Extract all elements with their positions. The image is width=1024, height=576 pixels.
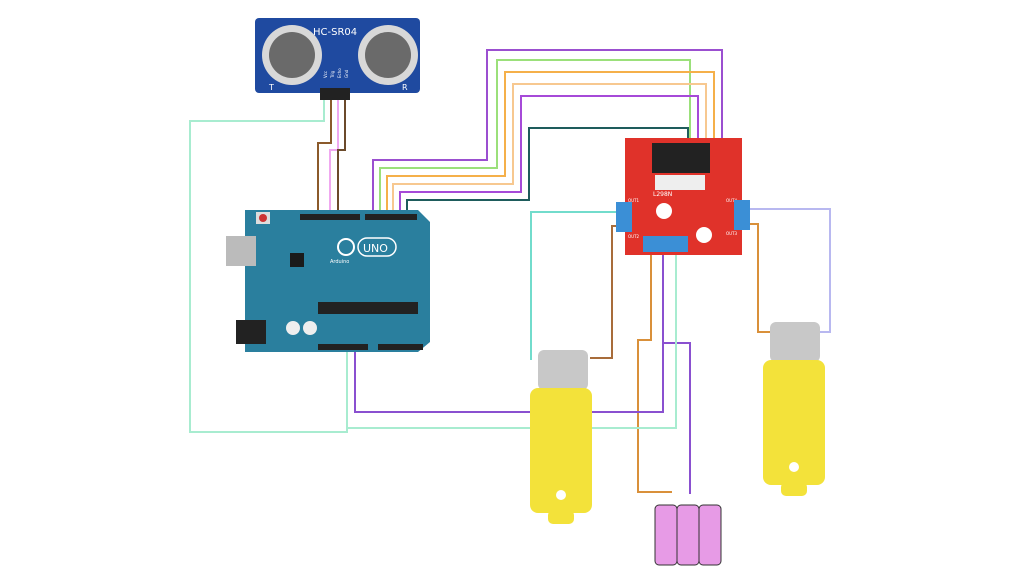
wires: [189, 49, 831, 494]
out1-label: OUT1: [628, 198, 640, 203]
wire-out4: [745, 223, 772, 333]
wire-12v: [637, 252, 672, 493]
pin-trig-label: Trig: [330, 70, 335, 79]
battery-pack: [654, 504, 722, 566]
arduino-brand: Arduino: [330, 259, 349, 265]
out2-label: OUT2: [628, 234, 640, 239]
pin-echo-label: Echo: [337, 68, 342, 78]
wire-trig: [317, 100, 332, 213]
pin-gnd-label: Gnd: [344, 69, 349, 78]
wire-echo: [329, 100, 339, 213]
wire-vcc: [189, 100, 348, 433]
wire-gnd: [337, 100, 346, 213]
sensor-r-label: R: [402, 83, 408, 92]
out3-label: OUT3: [726, 231, 738, 236]
arduino-logo: UNO: [363, 242, 388, 255]
out4-label: OUT4: [726, 198, 738, 203]
sensor-model: HC-SR04: [313, 27, 357, 38]
ultrasonic-sensor: HC-SR04 T R Vcc Trig Echo Gnd: [255, 18, 420, 100]
wire-out2: [590, 225, 618, 359]
wire-in-orange: [386, 71, 715, 246]
wire-in-violet: [399, 95, 699, 246]
l298n-driver: L298N OUT1 OUT2 OUT4 OUT3: [616, 138, 750, 255]
motor-left: [530, 350, 592, 524]
wire-in-peach: [392, 83, 707, 246]
driver-chip-label: L298N: [653, 191, 672, 198]
wire-out1: [530, 211, 618, 360]
wire-in-purple: [372, 49, 723, 246]
sensor-t-label: T: [268, 83, 274, 92]
motor-right: [763, 322, 825, 496]
wire-5v: [347, 252, 677, 429]
wire-in-green: [379, 59, 691, 246]
pin-vcc-label: Vcc: [323, 71, 328, 78]
arduino-uno: UNO Arduino: [226, 210, 430, 352]
